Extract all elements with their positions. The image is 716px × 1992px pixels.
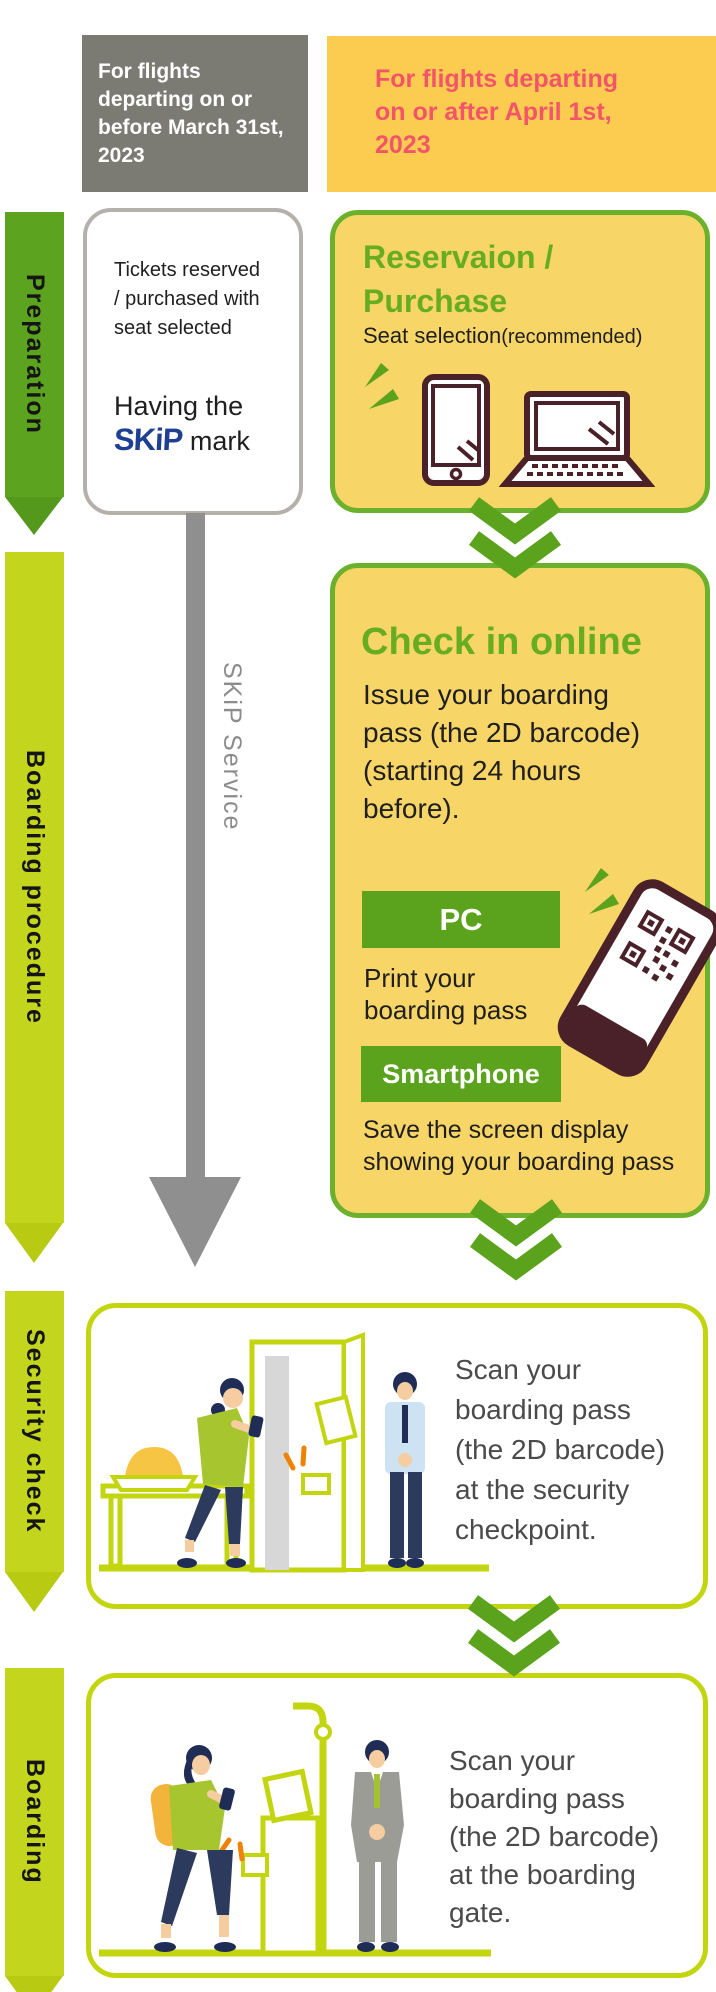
smartphone-tag: Smartphone	[361, 1046, 561, 1102]
double-chevron-down-icon	[468, 497, 562, 579]
smartphone-note: Save the screen display showing your boa…	[363, 1116, 675, 1176]
boarding-gate-box: Scan your boarding pass (the 2D barcode)…	[86, 1673, 708, 1978]
ticket-note: Tickets reserved / purchased with seat s…	[114, 259, 260, 339]
step-checkin-box: Check in online Issue your boarding pass…	[330, 563, 716, 1218]
banner-arrow-tip	[5, 1223, 63, 1263]
step-reservation-box: Reservaion / Purchase Seat selection(rec…	[330, 210, 710, 513]
step-checkin-title: Check in online	[361, 621, 642, 663]
seat-selection-note: Seat selection(recommended)	[363, 323, 643, 348]
sparkle-icon	[585, 868, 619, 914]
pc-tag: PC	[362, 891, 560, 948]
stage-label-security-check: Security check	[21, 1329, 49, 1534]
checkin-description: Issue your boarding pass (the 2D barcode…	[363, 679, 641, 824]
skip-logo: SKiP	[113, 422, 184, 457]
security-checkpoint-illustration	[99, 1332, 489, 1573]
tablet-icon	[422, 374, 490, 486]
step-reservation-title: Reservaion / Purchase	[363, 239, 554, 319]
skip-ticket-box: Tickets reserved / purchased with seat s…	[83, 208, 303, 515]
having-skip-mark: Having the SKiP mark	[113, 391, 250, 457]
down-arrow-icon	[149, 1177, 241, 1267]
sparkle-icon	[365, 363, 399, 409]
double-chevron-down-icon	[469, 1199, 563, 1281]
banner-arrow-tip	[5, 1572, 63, 1612]
banner-arrow-tip	[5, 1976, 63, 1992]
double-chevron-down-icon	[467, 1595, 561, 1677]
pc-note: Print your boarding pass	[364, 963, 528, 1025]
stage-label-boarding-procedure: Boarding procedure	[21, 750, 49, 1025]
banner-arrow-tip	[5, 497, 63, 535]
stage-banner-security-check: Security check	[5, 1291, 64, 1612]
stage-banner-boarding-procedure: Boarding procedure	[5, 552, 64, 1263]
stage-label-preparation: Preparation	[21, 274, 49, 435]
stage-label-boarding: Boarding	[21, 1759, 49, 1885]
qr-phone-icon	[557, 879, 716, 1077]
boarding-instruction: Scan your boarding pass (the 2D barcode)…	[449, 1745, 660, 1928]
security-check-box: Scan your boarding pass (the 2D barcode)…	[86, 1303, 708, 1609]
header-after-april: For flights departing on or after April …	[327, 36, 716, 192]
stage-banner-boarding: Boarding	[5, 1668, 64, 1992]
skip-service-label: SKiP Service	[218, 662, 246, 832]
security-instruction: Scan your boarding pass (the 2D barcode)…	[455, 1354, 666, 1545]
header-before-march: For flights departing on or before March…	[82, 35, 308, 192]
boarding-gate-illustration	[99, 1702, 491, 1957]
skip-service-line	[186, 513, 205, 1179]
stage-banner-preparation: Preparation	[5, 212, 64, 535]
laptop-icon	[499, 391, 655, 487]
